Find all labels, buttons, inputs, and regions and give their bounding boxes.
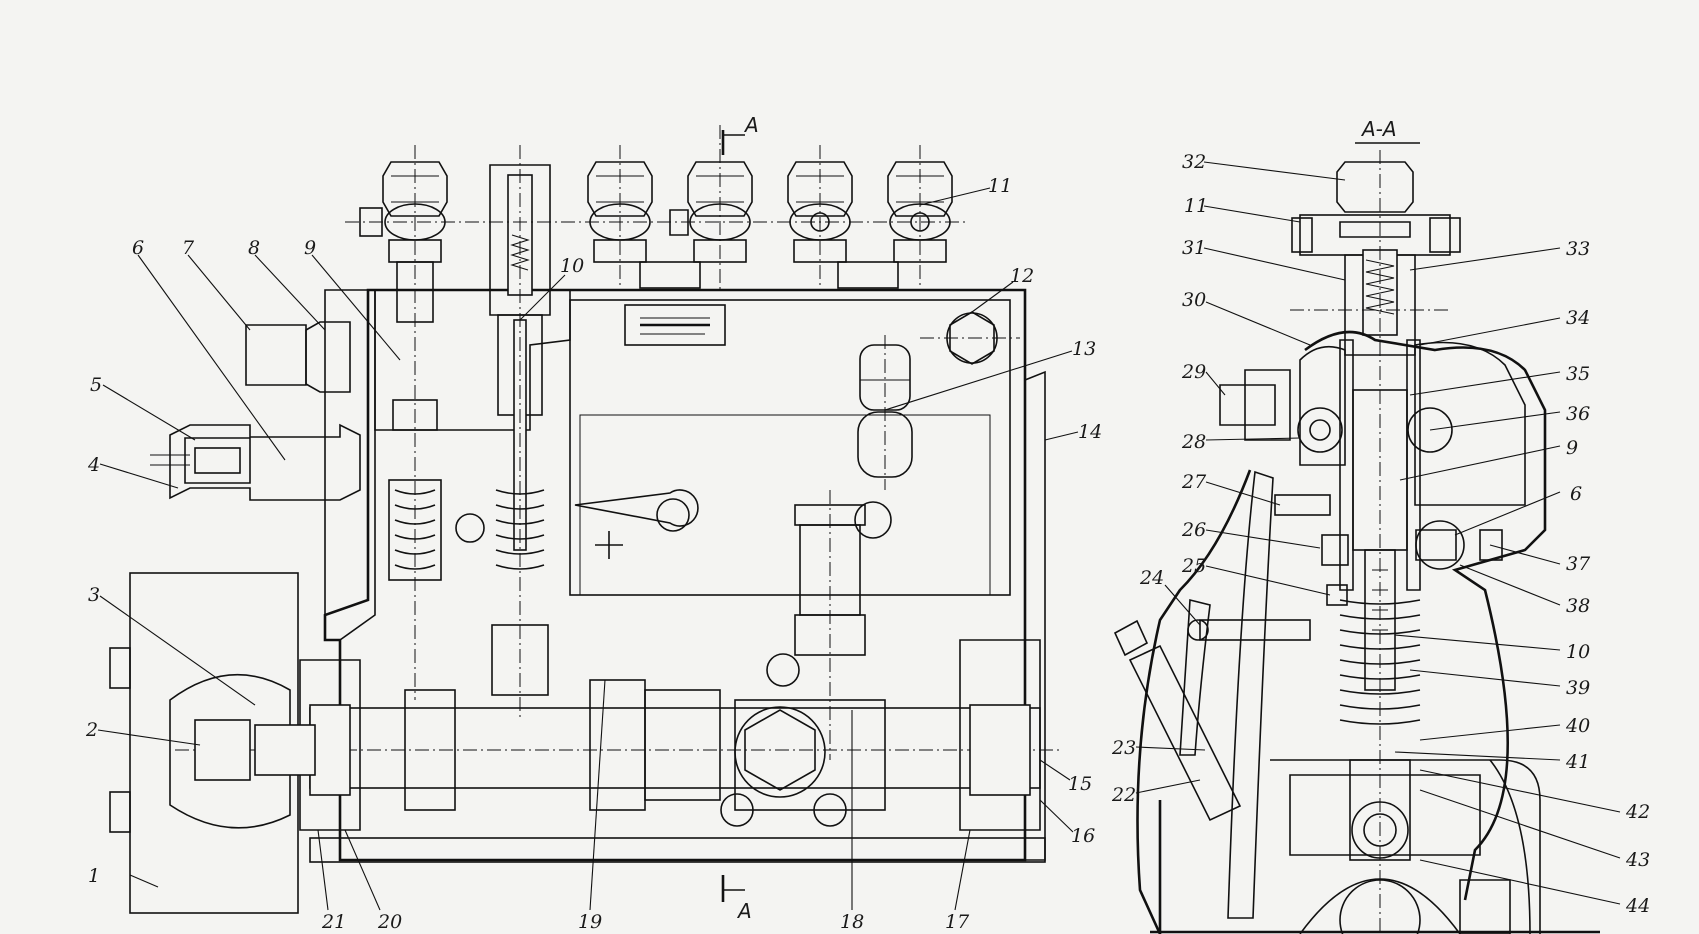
sec-label-22: 22 xyxy=(1111,784,1136,806)
label-18: 18 xyxy=(840,911,864,933)
sec-label-35: 35 xyxy=(1566,363,1590,385)
sec-label-42: 42 xyxy=(1625,801,1650,823)
sec-label-26: 26 xyxy=(1181,519,1206,541)
sec-label-44: 44 xyxy=(1625,895,1650,917)
camshaft xyxy=(175,653,1060,827)
housing-top-left xyxy=(374,289,571,431)
label-21: 21 xyxy=(321,911,346,933)
main-view xyxy=(109,125,1060,914)
sec-label-25: 25 xyxy=(1181,555,1206,577)
housing-wall-left xyxy=(324,289,376,641)
sec-label-31: 31 xyxy=(1182,237,1206,259)
sec-label-11: 11 xyxy=(1184,195,1208,217)
sec-label-37: 37 xyxy=(1566,553,1591,575)
label-7: 7 xyxy=(182,237,195,259)
label-15: 15 xyxy=(1068,773,1092,795)
cut-mark-bottom: А xyxy=(736,899,752,923)
sec-label-40: 40 xyxy=(1565,715,1590,737)
sec-label-28: 28 xyxy=(1181,431,1206,453)
label-14: 14 xyxy=(1078,421,1102,443)
delivery-valve-holders xyxy=(345,125,965,720)
label-17: 17 xyxy=(945,911,970,933)
label-8: 8 xyxy=(248,237,260,259)
sec-label-30: 30 xyxy=(1182,289,1206,311)
sec-label-9: 9 xyxy=(1566,437,1578,459)
section-title: А-А xyxy=(1360,117,1397,141)
cut-mark-top: А xyxy=(743,113,759,137)
label-2: 2 xyxy=(85,719,98,741)
label-20: 20 xyxy=(377,911,402,933)
label-16: 16 xyxy=(1071,825,1095,847)
part-labels: 1 2 3 4 5 6 7 8 9 10 11 12 13 14 15 16 1… xyxy=(85,151,1650,933)
label-9: 9 xyxy=(304,237,316,259)
fitting-11 xyxy=(1299,214,1451,256)
sec-label-38: 38 xyxy=(1566,595,1590,617)
name-plate xyxy=(624,304,726,346)
bearings xyxy=(299,639,1046,863)
label-13: 13 xyxy=(1072,338,1096,360)
sec-label-27: 27 xyxy=(1181,471,1207,493)
label-3: 3 xyxy=(88,584,100,606)
plug-12 xyxy=(920,311,1020,365)
label-11: 11 xyxy=(988,175,1012,197)
sec-label-32: 32 xyxy=(1182,151,1206,173)
sec-label-23: 23 xyxy=(1111,737,1136,759)
label-1: 1 xyxy=(88,865,100,887)
sec-label-10: 10 xyxy=(1566,641,1590,663)
sec-label-41: 41 xyxy=(1565,751,1590,773)
pump-housing xyxy=(323,288,1027,862)
label-12: 12 xyxy=(1010,265,1034,287)
drive-end xyxy=(109,572,316,914)
sec-label-36: 36 xyxy=(1566,403,1590,425)
end-cover-14 xyxy=(1024,370,1046,861)
sec-label-6: 6 xyxy=(1570,483,1582,505)
filler-13 xyxy=(857,335,913,490)
label-5: 5 xyxy=(90,374,102,396)
cut-marks: А А xyxy=(721,113,759,923)
label-6: 6 xyxy=(132,237,144,259)
sec-label-33: 33 xyxy=(1566,238,1590,260)
label-4: 4 xyxy=(87,454,100,476)
sec-label-29: 29 xyxy=(1181,361,1206,383)
leader-lines xyxy=(97,161,1621,911)
cap-7 xyxy=(245,324,307,386)
label-19: 19 xyxy=(578,911,602,933)
sec-label-24: 24 xyxy=(1139,567,1164,589)
label-10: 10 xyxy=(560,255,584,277)
sec-label-43: 43 xyxy=(1625,849,1650,871)
inlet-fittings xyxy=(150,321,361,501)
sec-label-34: 34 xyxy=(1566,307,1590,329)
sec-label-39: 39 xyxy=(1566,677,1590,699)
